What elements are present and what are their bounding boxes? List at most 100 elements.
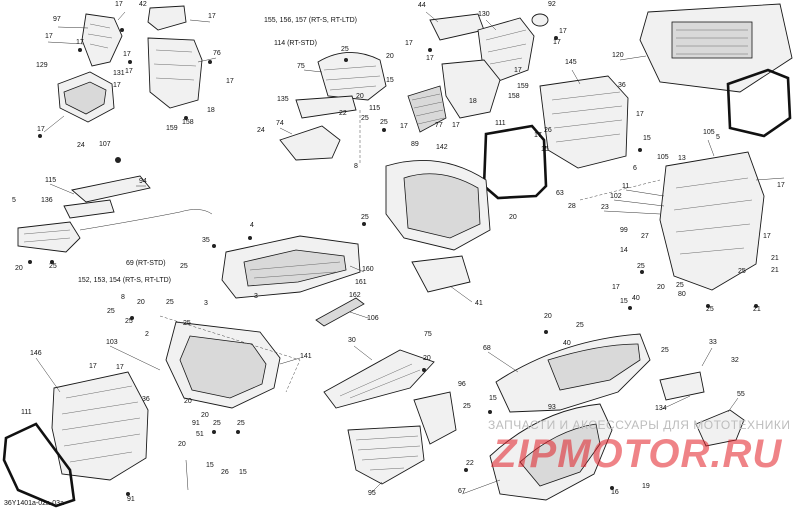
callout-label: 18	[207, 107, 215, 114]
callout-label: 152, 153, 154 (RT-S, RT-LTD)	[78, 277, 171, 284]
callout-label: 20	[184, 398, 192, 405]
callout-label: 91	[127, 496, 135, 503]
part-grille-89	[407, 85, 447, 133]
part-duct-44	[429, 13, 485, 41]
callout-label: 15	[620, 298, 628, 305]
part-cover-129	[57, 71, 115, 123]
part-grommet-92	[531, 13, 549, 27]
callout-label: 146	[30, 350, 42, 357]
callout-label: 26	[221, 469, 229, 476]
callout-label: 17	[400, 123, 408, 130]
callout-label: 103	[106, 339, 118, 346]
part-bracket-30	[323, 349, 435, 409]
callout-label: 25	[706, 306, 714, 313]
callout-label: 158	[508, 93, 520, 100]
callout-label: 25	[107, 308, 115, 315]
callout-label: 25	[661, 347, 669, 354]
callout-label: 80	[678, 291, 686, 298]
callout-label: 20	[356, 93, 364, 100]
part-cable-harness	[79, 209, 213, 231]
callout-label: 17	[514, 67, 522, 74]
diagram-reference-code: 36Y1401a-02a-03a	[4, 500, 64, 507]
callout-label: 25	[125, 318, 133, 325]
callout-label: 111	[21, 409, 32, 416]
part-rod-15	[185, 459, 189, 491]
callout-label: 17	[553, 39, 561, 46]
callout-label: 25	[166, 299, 174, 306]
dashed-alignment-line-2	[579, 179, 661, 201]
callout-label: 5	[12, 197, 16, 204]
callout-label: 120	[612, 52, 624, 59]
callout-label: 25	[183, 320, 191, 327]
callout-label: 35	[202, 237, 210, 244]
part-panel-69	[17, 221, 81, 253]
callout-label: 131	[113, 70, 125, 77]
callout-label: 44	[418, 2, 426, 9]
callout-label: 22	[339, 110, 347, 117]
callout-label: 26	[544, 127, 552, 134]
dashed-alignment-line-1	[159, 315, 301, 393]
callout-label: 17	[37, 126, 45, 133]
part-side-door-146	[51, 371, 149, 481]
callout-label: 106	[367, 315, 379, 322]
callout-label: 134	[655, 405, 667, 412]
callout-label: 111	[495, 120, 506, 127]
callout-label: 76	[213, 50, 221, 57]
callout-label: 24	[77, 142, 85, 149]
part-fairing-68	[495, 333, 651, 413]
callout-label: 11	[622, 183, 629, 190]
callout-label: 2	[145, 331, 149, 338]
part-top-left-bracket-97	[81, 13, 123, 67]
callout-label: 20	[178, 441, 186, 448]
callout-label: 25	[213, 420, 221, 427]
callout-label: 28	[568, 203, 576, 210]
part-bracket-96	[413, 391, 457, 445]
callout-label: 63	[556, 190, 564, 197]
callout-label: 25	[361, 214, 369, 221]
callout-label: 20	[423, 355, 431, 362]
fastener-bolts	[28, 28, 758, 496]
callout-label: 93	[548, 404, 556, 411]
part-bracket-135	[295, 95, 357, 119]
watermark-text: ЗАПЧАСТИ И АКСЕССУАРЫ ДЛЯ МОТОТЕХНИКИ	[488, 418, 791, 432]
callout-label: 17	[534, 132, 542, 139]
part-bracket-55	[695, 409, 745, 447]
callout-label: 3	[254, 293, 258, 300]
callout-label: 161	[355, 279, 367, 286]
callout-label: 25	[49, 263, 57, 270]
callout-label: 6	[633, 165, 637, 172]
callout-label: 15	[206, 462, 214, 469]
callout-label: 20	[509, 214, 517, 221]
callout-label: 17	[89, 363, 97, 370]
callout-label: 25	[676, 282, 684, 289]
callout-label: 17	[452, 122, 460, 129]
callout-label: 30	[348, 337, 356, 344]
callout-label: 91	[192, 420, 200, 427]
callout-label: 16	[611, 489, 619, 496]
callout-label: 136	[41, 197, 53, 204]
callout-label: 8	[121, 294, 125, 301]
callout-label: 22	[466, 460, 474, 467]
callout-label: 17	[226, 78, 234, 85]
callout-label: 68	[483, 345, 491, 352]
callout-label: 92	[548, 1, 556, 8]
callout-label: 20	[15, 265, 23, 272]
part-frame-3	[221, 235, 361, 299]
callout-label: 89	[411, 141, 419, 148]
callout-label: 17	[45, 33, 53, 40]
part-trunk-body-142	[385, 159, 491, 251]
callout-label: 17	[426, 55, 434, 62]
callout-label: 33	[709, 339, 717, 346]
callout-label: 25	[341, 46, 349, 53]
part-trim-74	[279, 125, 341, 161]
callout-label: 17	[777, 182, 785, 189]
callout-label: 17	[763, 233, 771, 240]
leader-lines	[35, 11, 739, 495]
part-bracket-42	[147, 5, 187, 31]
callout-label: 162	[349, 292, 361, 299]
callout-label: 95	[368, 490, 376, 497]
callout-label: 36	[142, 396, 150, 403]
callout-label: 17	[636, 111, 644, 118]
callout-label: 75	[424, 331, 432, 338]
